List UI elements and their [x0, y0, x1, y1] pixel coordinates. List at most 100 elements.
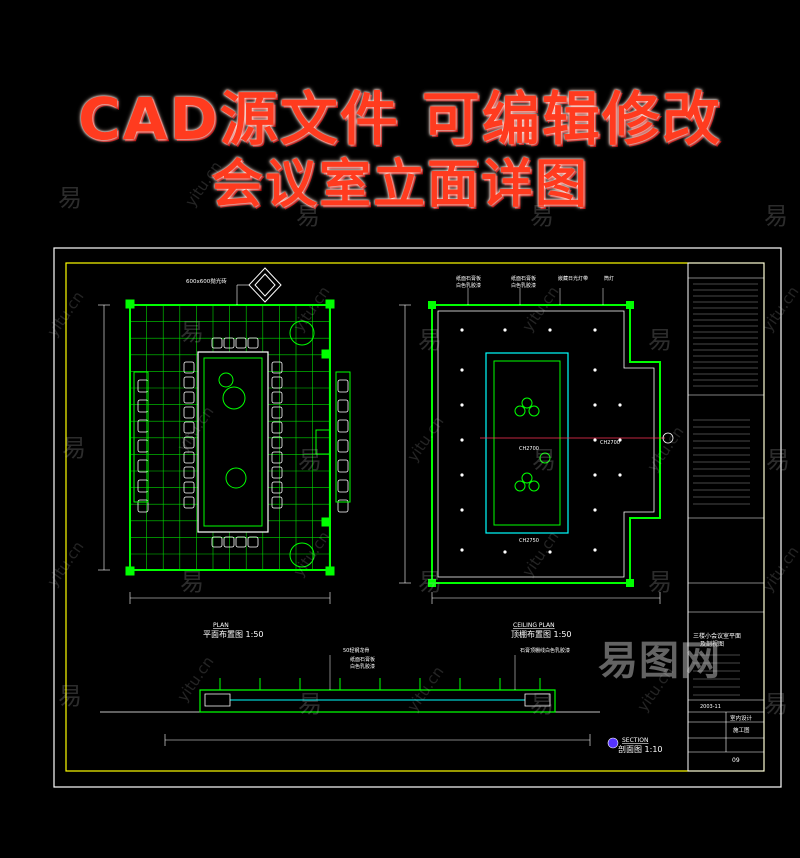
ceiling-callout: 纸面石膏板 — [456, 275, 481, 282]
plan-title-en: PLAN — [213, 622, 229, 629]
chair — [271, 361, 283, 374]
watermark-char: 易 — [648, 568, 672, 596]
downlight — [460, 548, 464, 552]
side-cabinets — [133, 371, 351, 503]
title-block-drawing-name: 室内设计 — [730, 714, 753, 722]
chair — [271, 466, 283, 479]
chair — [211, 536, 223, 548]
watermark-char: 易 — [298, 446, 322, 474]
section-dimensions — [164, 734, 591, 746]
chair — [183, 496, 195, 509]
watermark-char: 易 — [766, 446, 790, 474]
downlight — [593, 548, 597, 552]
section-title-en: SECTION — [622, 737, 648, 744]
chair — [337, 459, 349, 473]
section-symbol — [607, 737, 619, 749]
ceiling-outline — [431, 304, 661, 584]
ceiling-height-label: CH2750 — [519, 538, 539, 544]
title-block-project-2: 及剖视图 — [700, 640, 724, 648]
title-block-date: 2003-11 — [700, 704, 721, 710]
watermark-char: 易 — [418, 568, 442, 596]
plan-view: 600x600抛光砖 PLAN 平面布置图 1:50 — [98, 267, 351, 639]
ceiling-title-cn: 顶棚布置图 1:50 — [511, 629, 572, 639]
title-block-drawing-name-2: 施工图 — [733, 726, 750, 734]
plan-callout: 600x600抛光砖 — [186, 277, 227, 285]
downlight — [460, 508, 464, 512]
downlight — [618, 473, 622, 477]
downlight-grid — [460, 328, 622, 554]
chair — [183, 376, 195, 389]
downlight — [593, 473, 597, 477]
ceiling-height-label: CH2700 — [519, 446, 539, 452]
section-marker — [662, 432, 674, 444]
ceiling-title-en: CEILING PLAN — [513, 622, 555, 629]
watermark-logo: 易图网 — [598, 638, 721, 684]
chair — [337, 399, 349, 413]
headline-line-1: CAD源文件 可编辑修改 — [78, 85, 722, 153]
plan-plants — [218, 320, 315, 568]
watermark-char: 易 — [62, 434, 86, 462]
ceiling-inner-outline — [437, 310, 655, 578]
chair — [183, 436, 195, 449]
watermark-char: 易 — [532, 446, 556, 474]
chair — [183, 466, 195, 479]
chair — [247, 337, 259, 349]
sheet-outer-frame — [53, 247, 782, 788]
title-block-sheet-no: 09 — [732, 757, 740, 764]
chair — [235, 536, 247, 548]
watermark-char: 易 — [418, 326, 442, 354]
ceiling-callout: 白色乳胶漆 — [511, 282, 536, 289]
ceiling-leaders — [467, 288, 604, 305]
chair — [183, 451, 195, 464]
downlight — [548, 328, 552, 332]
plan-wall-columns — [125, 299, 335, 576]
watermark-char: 易 — [180, 318, 204, 346]
conference-table-inner — [203, 357, 263, 527]
watermark-char: 易 — [530, 202, 554, 230]
watermark-char: 易 — [298, 690, 322, 718]
ceiling-callout: 纸面石膏板 — [511, 275, 536, 282]
chair — [223, 337, 235, 349]
downlight — [618, 403, 622, 407]
plan-chairs — [137, 337, 349, 548]
downlight — [548, 550, 552, 554]
section-callout: 纸面石膏板 — [350, 656, 375, 663]
ceiling-recess-inner — [493, 360, 561, 526]
chair — [271, 436, 283, 449]
ceiling-corners — [428, 301, 634, 587]
ceiling-chandeliers — [514, 397, 551, 492]
section-view: 50轻钢龙骨 纸面石膏板 白色乳胶漆 石膏顶棚线白色乳胶漆 SECTION 剖面… — [100, 647, 663, 754]
section-callout: 白色乳胶漆 — [350, 663, 375, 670]
watermark-char: 易 — [296, 202, 320, 230]
downlight — [460, 403, 464, 407]
ceiling-plan-view: CH2700 CH2700 CH2750 纸面石膏板 白色乳胶漆 纸面石膏板 白… — [399, 275, 674, 639]
chair — [183, 406, 195, 419]
plant-icon — [225, 467, 247, 489]
downlight — [503, 550, 507, 554]
plan-title-cn: 平面布置图 1:50 — [203, 629, 264, 639]
floor-medallion — [248, 267, 282, 303]
chair — [337, 419, 349, 433]
chair — [271, 406, 283, 419]
downlight — [618, 438, 622, 442]
section-callout: 50轻钢龙骨 — [343, 647, 369, 654]
chair — [337, 379, 349, 393]
title-block-project: 三楼小会议室平面 — [693, 632, 741, 640]
section-leaders — [329, 655, 516, 690]
downlight — [593, 438, 597, 442]
plant-icon — [289, 320, 315, 346]
downlight — [460, 473, 464, 477]
downlight — [460, 368, 464, 372]
chair — [271, 481, 283, 494]
chair — [223, 536, 235, 548]
chair — [271, 496, 283, 509]
watermark-char: 易 — [648, 326, 672, 354]
chair — [137, 499, 149, 513]
downlight — [460, 438, 464, 442]
downlight — [503, 328, 507, 332]
chair — [337, 439, 349, 453]
section-hangers — [219, 678, 541, 690]
downlight — [593, 328, 597, 332]
chair — [271, 376, 283, 389]
